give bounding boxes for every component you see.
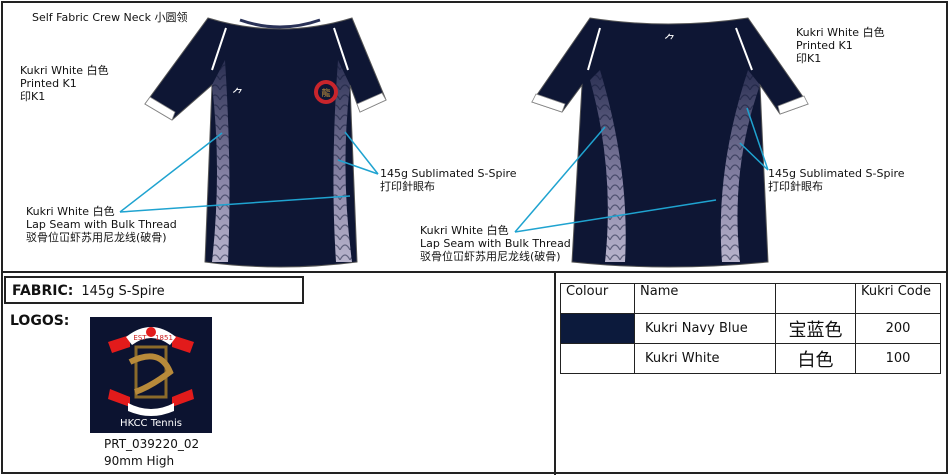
logo-size: 90mm High (104, 454, 175, 468)
logo-caption: HKCC Tennis (120, 418, 182, 429)
callout-lines (119, 107, 769, 233)
svg-text:1851: 1851 (155, 334, 173, 342)
colour-name: Kukri Navy Blue (634, 313, 776, 344)
logos-heading: LOGOS: (10, 313, 70, 329)
colour-name: Kukri White (634, 343, 776, 374)
colour-code: 200 (855, 313, 941, 344)
back-shirt: ⺈ (531, 17, 809, 268)
svg-text:⺈: ⺈ (232, 86, 244, 101)
header-name: Name (634, 283, 776, 314)
colour-code: 100 (855, 343, 941, 374)
svg-text:龍: 龍 (321, 87, 330, 99)
divider (554, 271, 556, 475)
front-shirt: 龍 ⺈ (144, 17, 387, 268)
crest-icon: EST 1851 (108, 327, 194, 416)
logo-code: PRT_039220_02 (104, 437, 200, 451)
colour-swatch (560, 343, 635, 374)
svg-text:⺈: ⺈ (664, 32, 676, 47)
header-colour: Colour (560, 283, 635, 314)
colour-chinese: 白色 (775, 343, 856, 374)
club-logo: EST 1851 HKCC Tennis (90, 317, 212, 433)
header-code: Kukri Code (855, 283, 941, 314)
colour-table: Colour Name Kukri Code Kukri Navy Blue 宝… (560, 283, 941, 374)
divider (1, 271, 948, 273)
table-row: Kukri Navy Blue 宝蓝色 200 (560, 313, 941, 344)
header-chinese (775, 283, 856, 314)
garment-drawings: 龍 ⺈ ⺈ (119, 17, 809, 268)
colour-chinese: 宝蓝色 (775, 313, 856, 344)
table-row: Kukri White 白色 100 (560, 343, 941, 374)
fabric-box: FABRIC:145g S-Spire (4, 276, 304, 304)
neck-label: Self Fabric Crew Neck 小圆领 (32, 11, 188, 24)
colour-swatch (560, 313, 635, 344)
table-header: Colour Name Kukri Code (560, 283, 941, 314)
svg-text:EST: EST (133, 334, 147, 342)
